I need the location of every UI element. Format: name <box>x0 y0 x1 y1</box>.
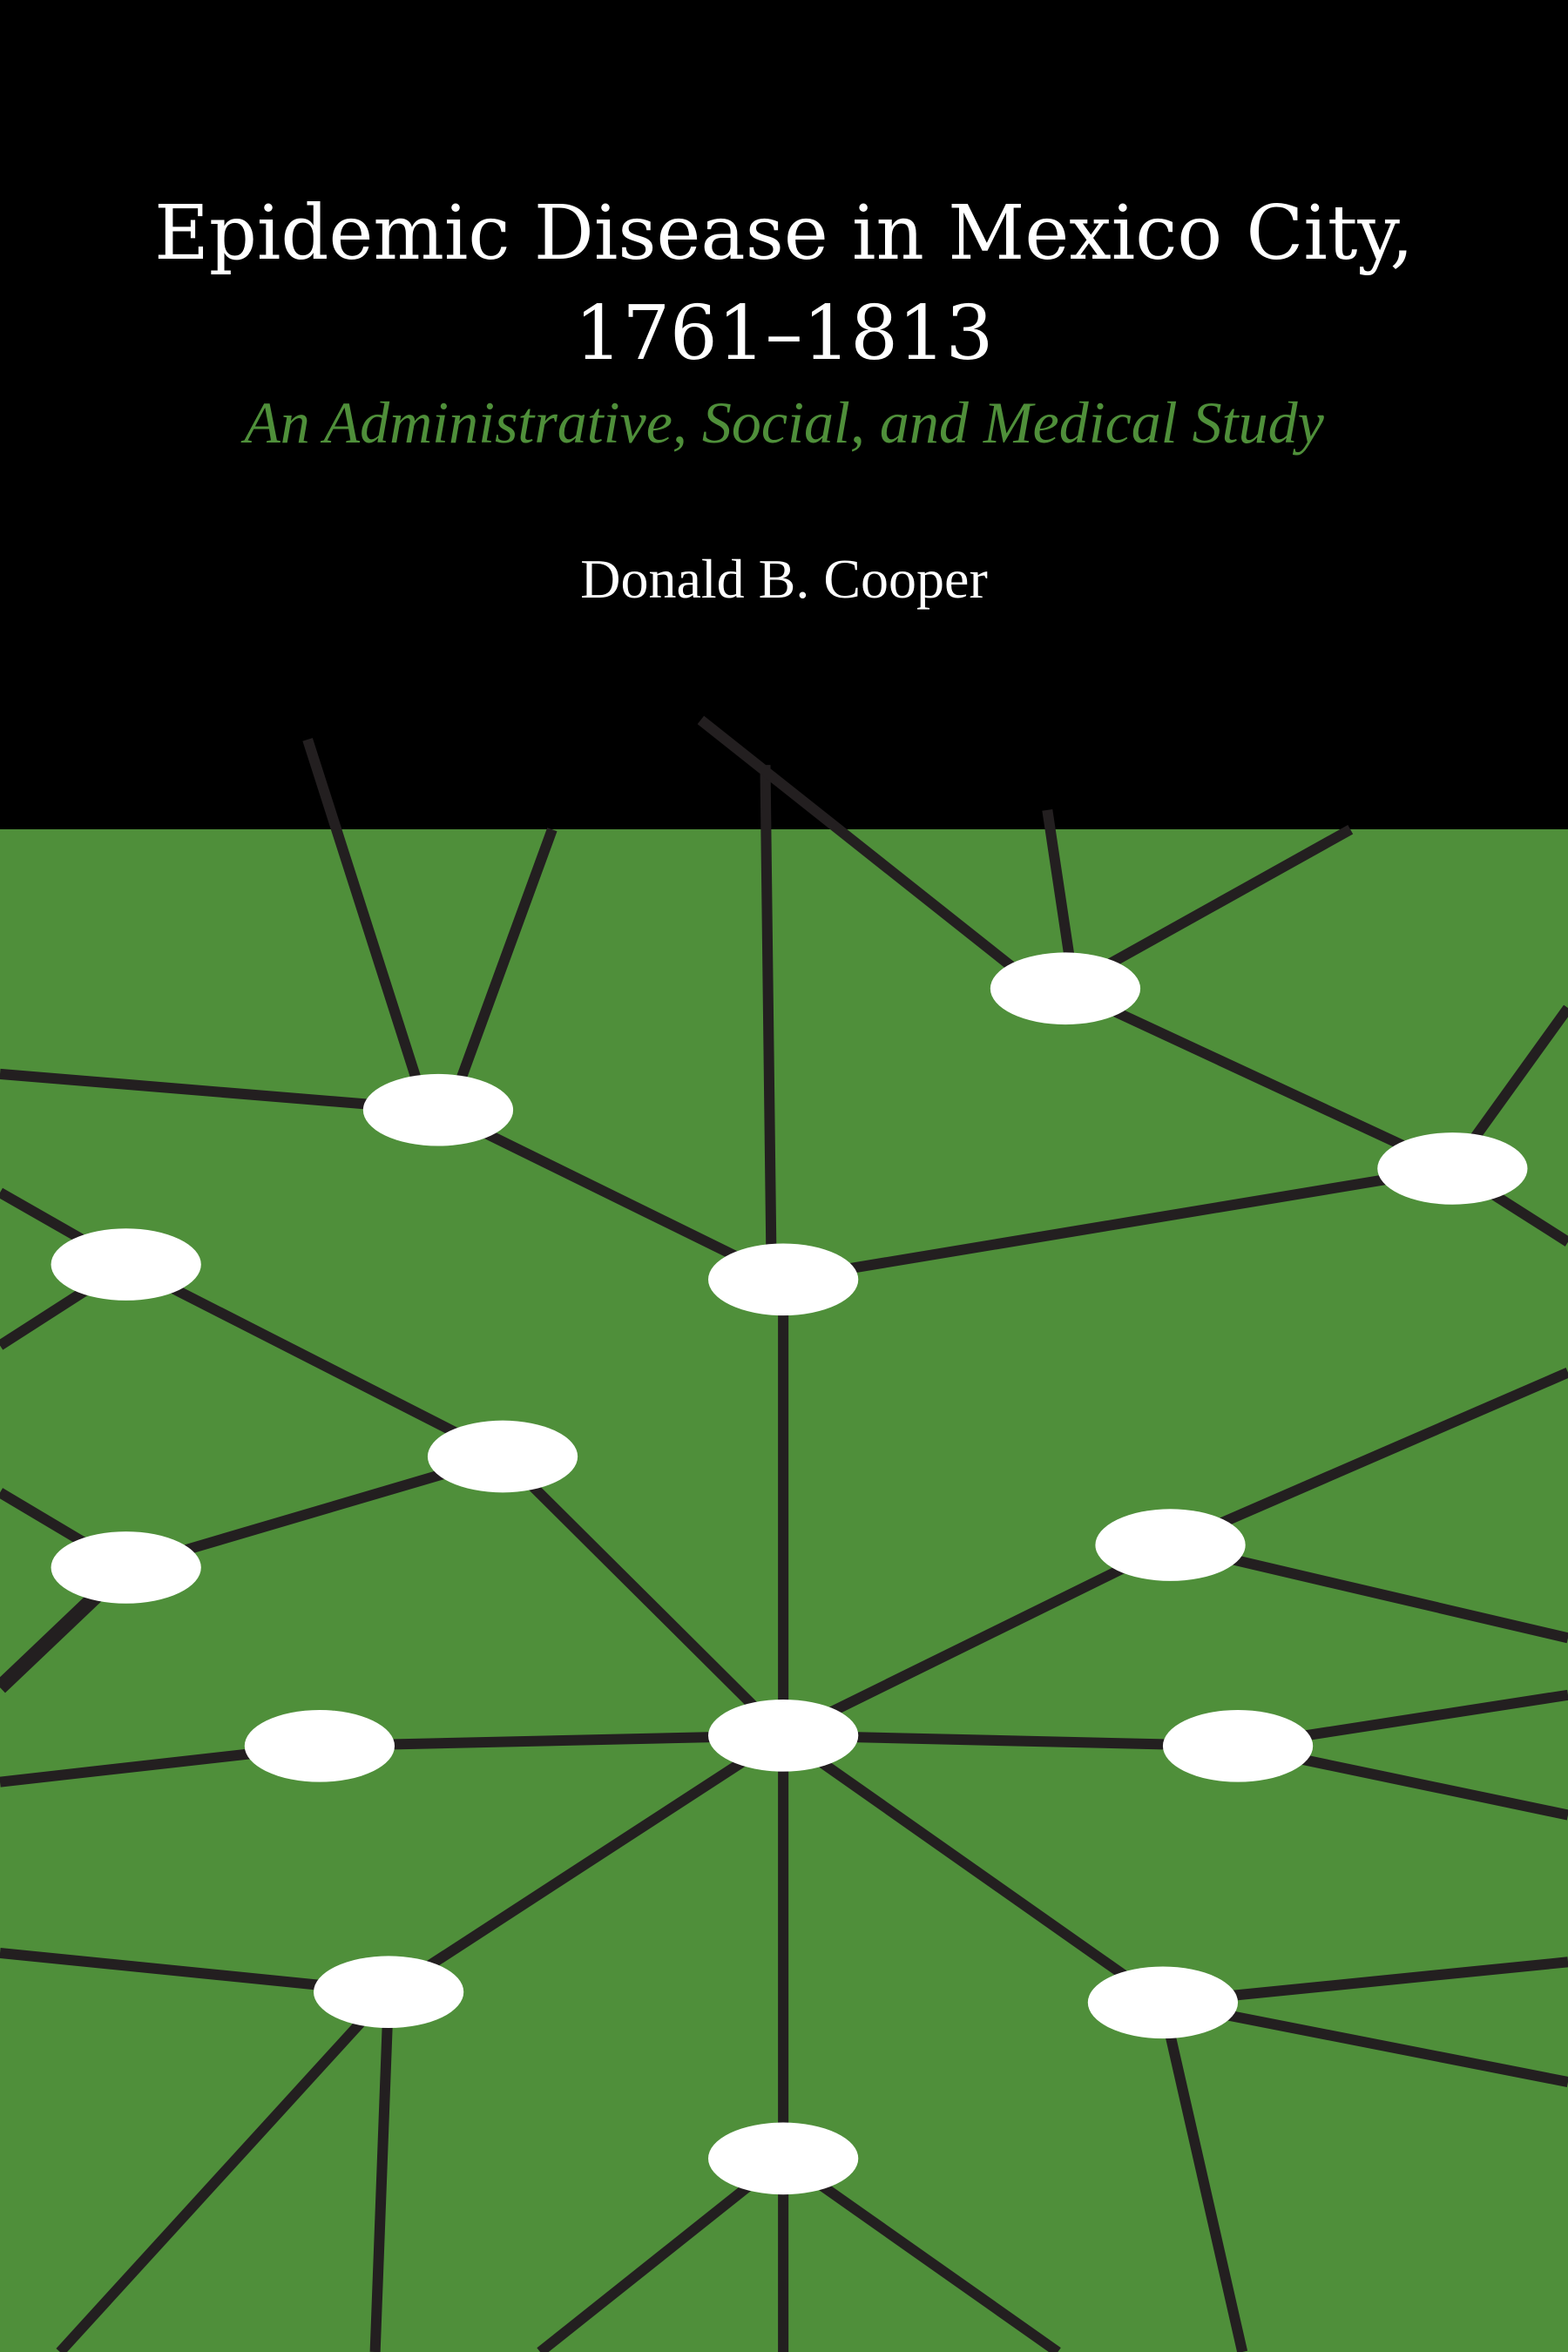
node <box>427 1420 578 1493</box>
edge <box>780 2153 1061 2352</box>
edge <box>56 1988 393 2352</box>
edge <box>760 765 777 1253</box>
edge <box>456 828 558 1082</box>
node <box>1377 1132 1528 1205</box>
edge <box>1042 808 1076 961</box>
network-edges <box>0 715 1568 2352</box>
edge <box>369 1991 395 2352</box>
edge <box>1063 983 1455 1173</box>
title-line-2: 1761–1813 <box>574 290 994 377</box>
edge <box>782 1730 1239 1752</box>
subtitle: An Administrative, Social, and Medical S… <box>244 389 1324 456</box>
node <box>1095 1509 1246 1581</box>
node <box>708 1699 859 1772</box>
node <box>314 1956 464 2029</box>
edge <box>436 1105 786 1285</box>
node <box>1087 1966 1239 2039</box>
edge <box>123 1260 505 1462</box>
edge <box>782 1163 1454 1285</box>
edge <box>697 715 1017 972</box>
node <box>51 1531 201 1604</box>
title-line-1: Epidemic Disease in Mexico City, <box>154 190 1414 277</box>
network-nodes <box>51 952 1528 2195</box>
node <box>708 1243 859 1316</box>
node <box>990 952 1141 1025</box>
edge <box>319 1730 784 1752</box>
node <box>244 1710 395 1782</box>
edge <box>1158 2001 1248 2352</box>
black-title-panel <box>0 0 1568 829</box>
edge <box>1168 1368 1568 1551</box>
edge <box>498 1452 787 1740</box>
edge <box>780 1731 1166 2007</box>
node <box>708 2122 859 2195</box>
node <box>51 1228 201 1301</box>
edge <box>302 738 421 1079</box>
node <box>1162 1710 1314 1782</box>
node <box>362 1073 514 1146</box>
edge <box>385 1731 787 1997</box>
author-name: Donald B. Cooper <box>580 548 988 610</box>
edge <box>537 2154 787 2352</box>
edge <box>781 1540 1173 1740</box>
